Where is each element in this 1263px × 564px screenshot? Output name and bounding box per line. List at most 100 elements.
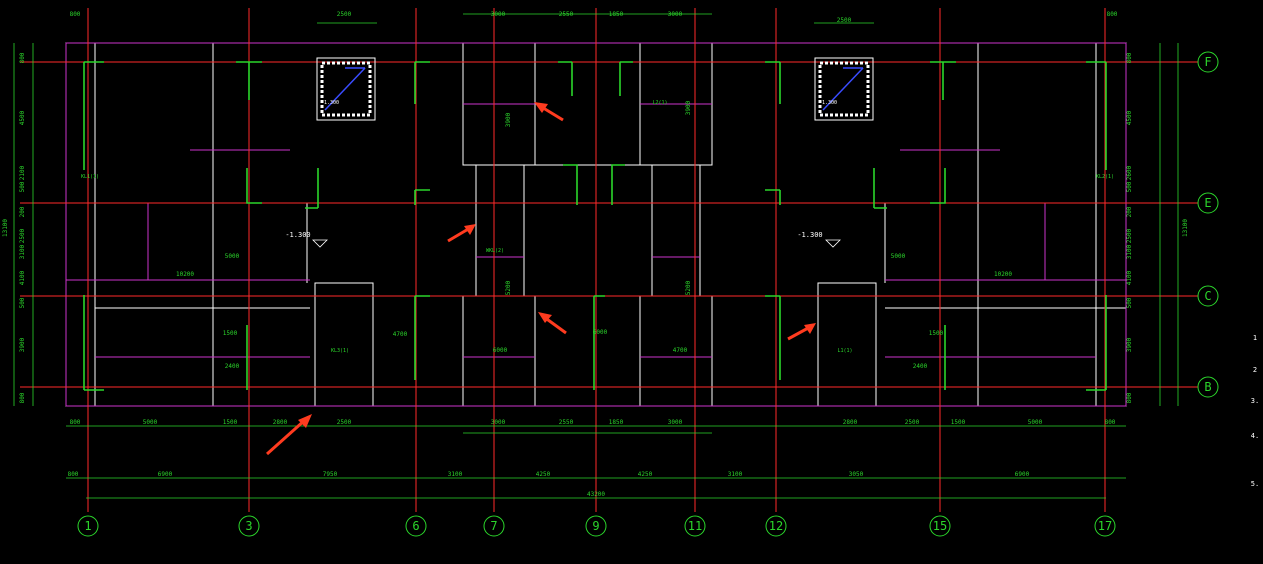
axis-label-7: 7 <box>490 519 497 533</box>
axis-label-F: F <box>1204 55 1211 69</box>
dim-bottom-1: 2550 <box>559 419 574 426</box>
dim-bottom-1: 2800 <box>843 419 858 426</box>
note-number: 5. <box>1251 480 1259 488</box>
room-dim: 2400 <box>225 363 240 370</box>
room-dim: 1500 <box>223 330 238 337</box>
axis-label-B: B <box>1204 380 1211 394</box>
beam-label: L2(1) <box>652 100 667 106</box>
room-dim: 3900 <box>685 100 692 115</box>
dim-top: 3000 <box>491 11 506 18</box>
dim-right: 200 <box>1126 206 1133 217</box>
room-dim: 2400 <box>913 363 928 370</box>
axis-bubble-12 <box>765 515 787 537</box>
dim-left: 2100 <box>19 165 26 180</box>
dim-bottom-2: 3100 <box>448 471 463 478</box>
axis-label-C: C <box>1204 289 1211 303</box>
columns <box>83 61 1107 391</box>
dim-bottom-2: 3100 <box>728 471 743 478</box>
dim-total: 43200 <box>587 491 605 498</box>
axis-bubble-9 <box>585 515 607 537</box>
arrow-1 <box>534 102 564 122</box>
axis-bubble-E <box>1197 192 1219 214</box>
stair-box-right <box>814 57 874 121</box>
dim-top: 800 <box>1107 11 1118 18</box>
note-number: 3. <box>1251 397 1259 405</box>
dim-right: 500 <box>1126 297 1133 308</box>
dim-bottom-1: 2500 <box>905 419 920 426</box>
dim-right-total: 13100 <box>1182 219 1189 237</box>
dim-bottom-2: 800 <box>68 471 79 478</box>
dimension-lines <box>13 13 1179 499</box>
axis-bubble-B <box>1197 376 1219 398</box>
dim-left: 500 <box>19 181 26 192</box>
room-dim: 10200 <box>994 271 1012 278</box>
room-dim: 3900 <box>505 112 512 127</box>
axis-bubble-7 <box>483 515 505 537</box>
axis-label-E: E <box>1204 196 1211 210</box>
dim-bottom-2: 4250 <box>536 471 551 478</box>
dim-left: 4500 <box>19 110 26 125</box>
stair-label-right: -1.300 <box>819 100 837 106</box>
room-dim: 4700 <box>393 331 408 338</box>
dim-right: 800 <box>1126 52 1133 63</box>
dim-left: 3100 <box>19 244 26 259</box>
axis-bubble-F <box>1197 51 1219 73</box>
axis-bubble-11 <box>684 515 706 537</box>
axis-bubble-6 <box>405 515 427 537</box>
note-number: 1 <box>1253 334 1257 342</box>
room-dim: 6000 <box>493 347 508 354</box>
axis-label-17: 17 <box>1098 519 1112 533</box>
arrow-2 <box>447 224 476 243</box>
dim-left: 4100 <box>19 270 26 285</box>
dim-bottom-1: 3000 <box>491 419 506 426</box>
axis-bubble-3 <box>238 515 260 537</box>
dim-top: 1850 <box>609 11 624 18</box>
dim-bottom-1: 1500 <box>951 419 966 426</box>
dim-bottom-2: 7950 <box>323 471 338 478</box>
axis-label-1: 1 <box>84 519 91 533</box>
elevation-mark-right <box>825 239 841 248</box>
stair-box-left <box>316 57 376 121</box>
room-dim: 1500 <box>929 330 944 337</box>
room-dim: 6000 <box>593 329 608 336</box>
dim-left: 200 <box>19 206 26 217</box>
dim-right: 2500 <box>1126 228 1133 243</box>
elevation-mark-left <box>312 239 328 248</box>
dim-left: 800 <box>19 52 26 63</box>
arrow-5 <box>265 414 312 456</box>
beam-label: KL2(1) <box>1096 174 1114 180</box>
arrow-3 <box>538 312 567 335</box>
dim-top: 2550 <box>559 11 574 18</box>
room-dim: 5200 <box>505 280 512 295</box>
dim-bottom-2: 6900 <box>1015 471 1030 478</box>
dim-right: 4100 <box>1126 270 1133 285</box>
axis-label-3: 3 <box>245 519 252 533</box>
dim-bottom-1: 5000 <box>1028 419 1043 426</box>
dim-bottom-1: 3000 <box>668 419 683 426</box>
beam-label: KL1(1) <box>81 174 99 180</box>
room-dim: 4700 <box>673 347 688 354</box>
dim-bottom-1: 800 <box>70 419 81 426</box>
axis-label-9: 9 <box>592 519 599 533</box>
elevation-left: -1.300 <box>285 231 310 239</box>
axis-bubble-1 <box>77 515 99 537</box>
dim-bottom-1: 5000 <box>143 419 158 426</box>
dim-right: 3900 <box>1126 337 1133 352</box>
dim-bottom-2: 3050 <box>849 471 864 478</box>
room-dim: 10200 <box>176 271 194 278</box>
dim-top: 2500 <box>337 11 352 18</box>
axis-label-12: 12 <box>769 519 783 533</box>
room-dim: 5200 <box>685 280 692 295</box>
dim-bottom-1: 800 <box>1105 419 1116 426</box>
dim-right: 500 <box>1126 181 1133 192</box>
axis-bubble-17 <box>1094 515 1116 537</box>
axis-bubble-15 <box>929 515 951 537</box>
axis-label-15: 15 <box>933 519 947 533</box>
dim-left: 500 <box>19 297 26 308</box>
dim-bottom-1: 1500 <box>223 419 238 426</box>
room-dim: 5000 <box>225 253 240 260</box>
dim-left-total: 13100 <box>2 219 9 237</box>
dim-top: 800 <box>70 11 81 18</box>
